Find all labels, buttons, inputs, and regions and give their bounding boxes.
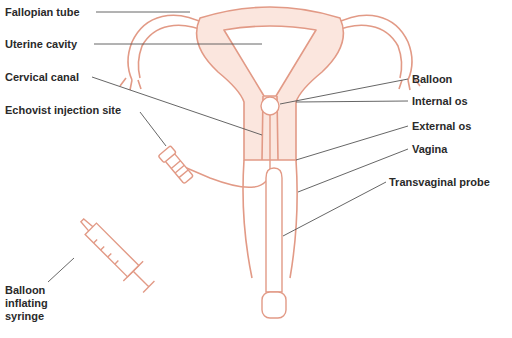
- part-label: External os: [412, 120, 471, 133]
- part-label: Echovist injection site: [5, 104, 121, 117]
- part-label: Fallopian tube: [5, 6, 80, 19]
- part-label: Cervical canal: [5, 71, 79, 84]
- part-label: Internal os: [412, 95, 468, 108]
- part-label: Vagina: [412, 143, 447, 156]
- part-label: Transvaginal probe: [389, 176, 490, 189]
- part-label: Balloon: [412, 73, 452, 86]
- part-label: Uterine cavity: [5, 38, 77, 51]
- part-label: Balloon inflating syringe: [5, 284, 75, 323]
